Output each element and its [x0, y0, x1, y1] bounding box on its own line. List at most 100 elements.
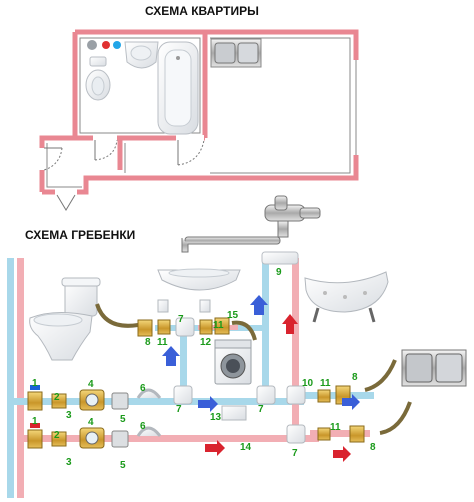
door-kitchen: [93, 135, 118, 161]
part-labels: 1 2 3 4 5 6 7 7 7 7 8 8 8 9 10 11 11 11 …: [32, 267, 376, 471]
label-7: 7: [292, 448, 298, 459]
label-7: 7: [178, 314, 184, 325]
valve-icon: [349, 425, 365, 443]
toilet-icon: [29, 277, 101, 361]
elbow-fitting-icon: [136, 426, 162, 437]
upper-manifold-fittings: [137, 299, 247, 421]
label-11: 11: [213, 320, 224, 331]
pipe-clip-icon: [157, 299, 169, 313]
apartment-plan: [39, 29, 359, 195]
label-2: 2: [54, 392, 60, 403]
label-4: 4: [88, 379, 94, 390]
label-2: 2: [54, 430, 60, 441]
label-7: 7: [258, 404, 264, 415]
label-4: 4: [88, 417, 94, 428]
cold-line-fittings: [27, 385, 351, 411]
faucet-icon: [181, 195, 321, 253]
cold-main-pipe: [14, 398, 304, 405]
label-3: 3: [66, 457, 72, 468]
elbow-fitting-icon: [136, 388, 162, 399]
tee-9: [261, 251, 299, 265]
flow-arrow-icon: [250, 295, 268, 315]
check-valve-icon: [111, 392, 129, 410]
filter-icon: [51, 393, 67, 409]
hose-kitchen-cold: [364, 359, 397, 392]
label-1: 1: [32, 416, 38, 427]
hot-main-pipe: [24, 435, 319, 442]
label-15: 15: [227, 310, 239, 321]
valve-icon: [317, 427, 331, 441]
flow-arrows: [162, 295, 360, 462]
hose-toilet: [95, 303, 139, 328]
label-5: 5: [120, 414, 126, 425]
cold-riser-pipe: [7, 258, 14, 498]
filter-icon: [51, 431, 67, 447]
plan-toilet-icon: [85, 56, 111, 101]
cold-kitchen-branch: [294, 392, 374, 399]
hot-riser-pipe: [17, 258, 24, 498]
hot-riser-icon: [102, 41, 110, 49]
label-8: 8: [370, 442, 376, 453]
valve-handle-red: [30, 423, 40, 428]
tee-fitting-icon: [173, 385, 193, 405]
plan-inner-lines: [46, 37, 351, 188]
label-14: 14: [240, 442, 252, 453]
label-7: 7: [176, 404, 182, 415]
label-10: 10: [302, 378, 314, 389]
label-8: 8: [145, 337, 151, 348]
bathtub-icon: [304, 271, 389, 323]
cold-branch-toilet: [180, 330, 187, 400]
door-bathroom: [176, 135, 205, 166]
valve-icon: [214, 317, 230, 335]
flow-arrow-icon: [282, 314, 298, 334]
label-1: 1: [32, 378, 38, 389]
tee-fitting-icon: [175, 317, 195, 337]
apartment-title: СХЕМА КВАРТИРЫ: [145, 4, 259, 18]
hose-kitchen-hot: [379, 401, 412, 435]
label-9: 9: [276, 267, 282, 278]
washing-machine-icon: [214, 339, 252, 385]
kitchen-sink-icon: [401, 349, 467, 387]
flow-arrow-icon: [333, 446, 351, 462]
valve-icon: [157, 319, 171, 335]
hot-line-fittings: [27, 423, 365, 449]
label-5: 5: [120, 460, 126, 471]
flex-hoses: [95, 303, 412, 435]
valve-icon: [137, 319, 153, 337]
door-toilet: [39, 147, 63, 171]
plan-sink-icon: [124, 41, 159, 69]
hot-kitchen-branch: [310, 430, 370, 437]
tee-fitting-icon: [286, 385, 306, 405]
label-11: 11: [330, 422, 341, 433]
wash-basin-icon: [157, 268, 241, 291]
manifold-title: СХЕМА ГРЕБЕНКИ: [25, 228, 135, 242]
check-valve-icon: [111, 430, 129, 448]
valve-handle-blue: [30, 385, 40, 390]
flow-arrow-icon: [342, 394, 360, 410]
outer-wall-bottom: [42, 172, 359, 195]
label-6: 6: [140, 421, 146, 432]
tee-fitting-icon: [256, 385, 276, 405]
flow-arrow-icon: [198, 396, 218, 412]
label-8: 8: [352, 372, 358, 383]
hot-branch-upper: [292, 258, 299, 438]
hose-washer: [231, 320, 257, 341]
label-11: 11: [320, 378, 331, 389]
plan-bathtub-icon: [157, 41, 199, 135]
entrance-door: [55, 189, 77, 211]
label-6: 6: [140, 383, 146, 394]
valve-icon: [27, 429, 43, 449]
label-3: 3: [66, 410, 72, 421]
plan-kitchen-sink-icon: [210, 38, 262, 68]
pipe-clip-icon: [221, 405, 247, 421]
label-11: 11: [157, 337, 168, 348]
sewer-riser-icon: [87, 40, 97, 50]
tee-fitting-icon: [286, 424, 306, 444]
valve-icon: [317, 389, 331, 403]
riser-icons: [87, 40, 121, 50]
flow-arrow-icon: [162, 346, 180, 366]
label-13: 13: [210, 412, 222, 423]
cold-riser-icon: [113, 41, 121, 49]
label-12: 12: [200, 337, 212, 348]
